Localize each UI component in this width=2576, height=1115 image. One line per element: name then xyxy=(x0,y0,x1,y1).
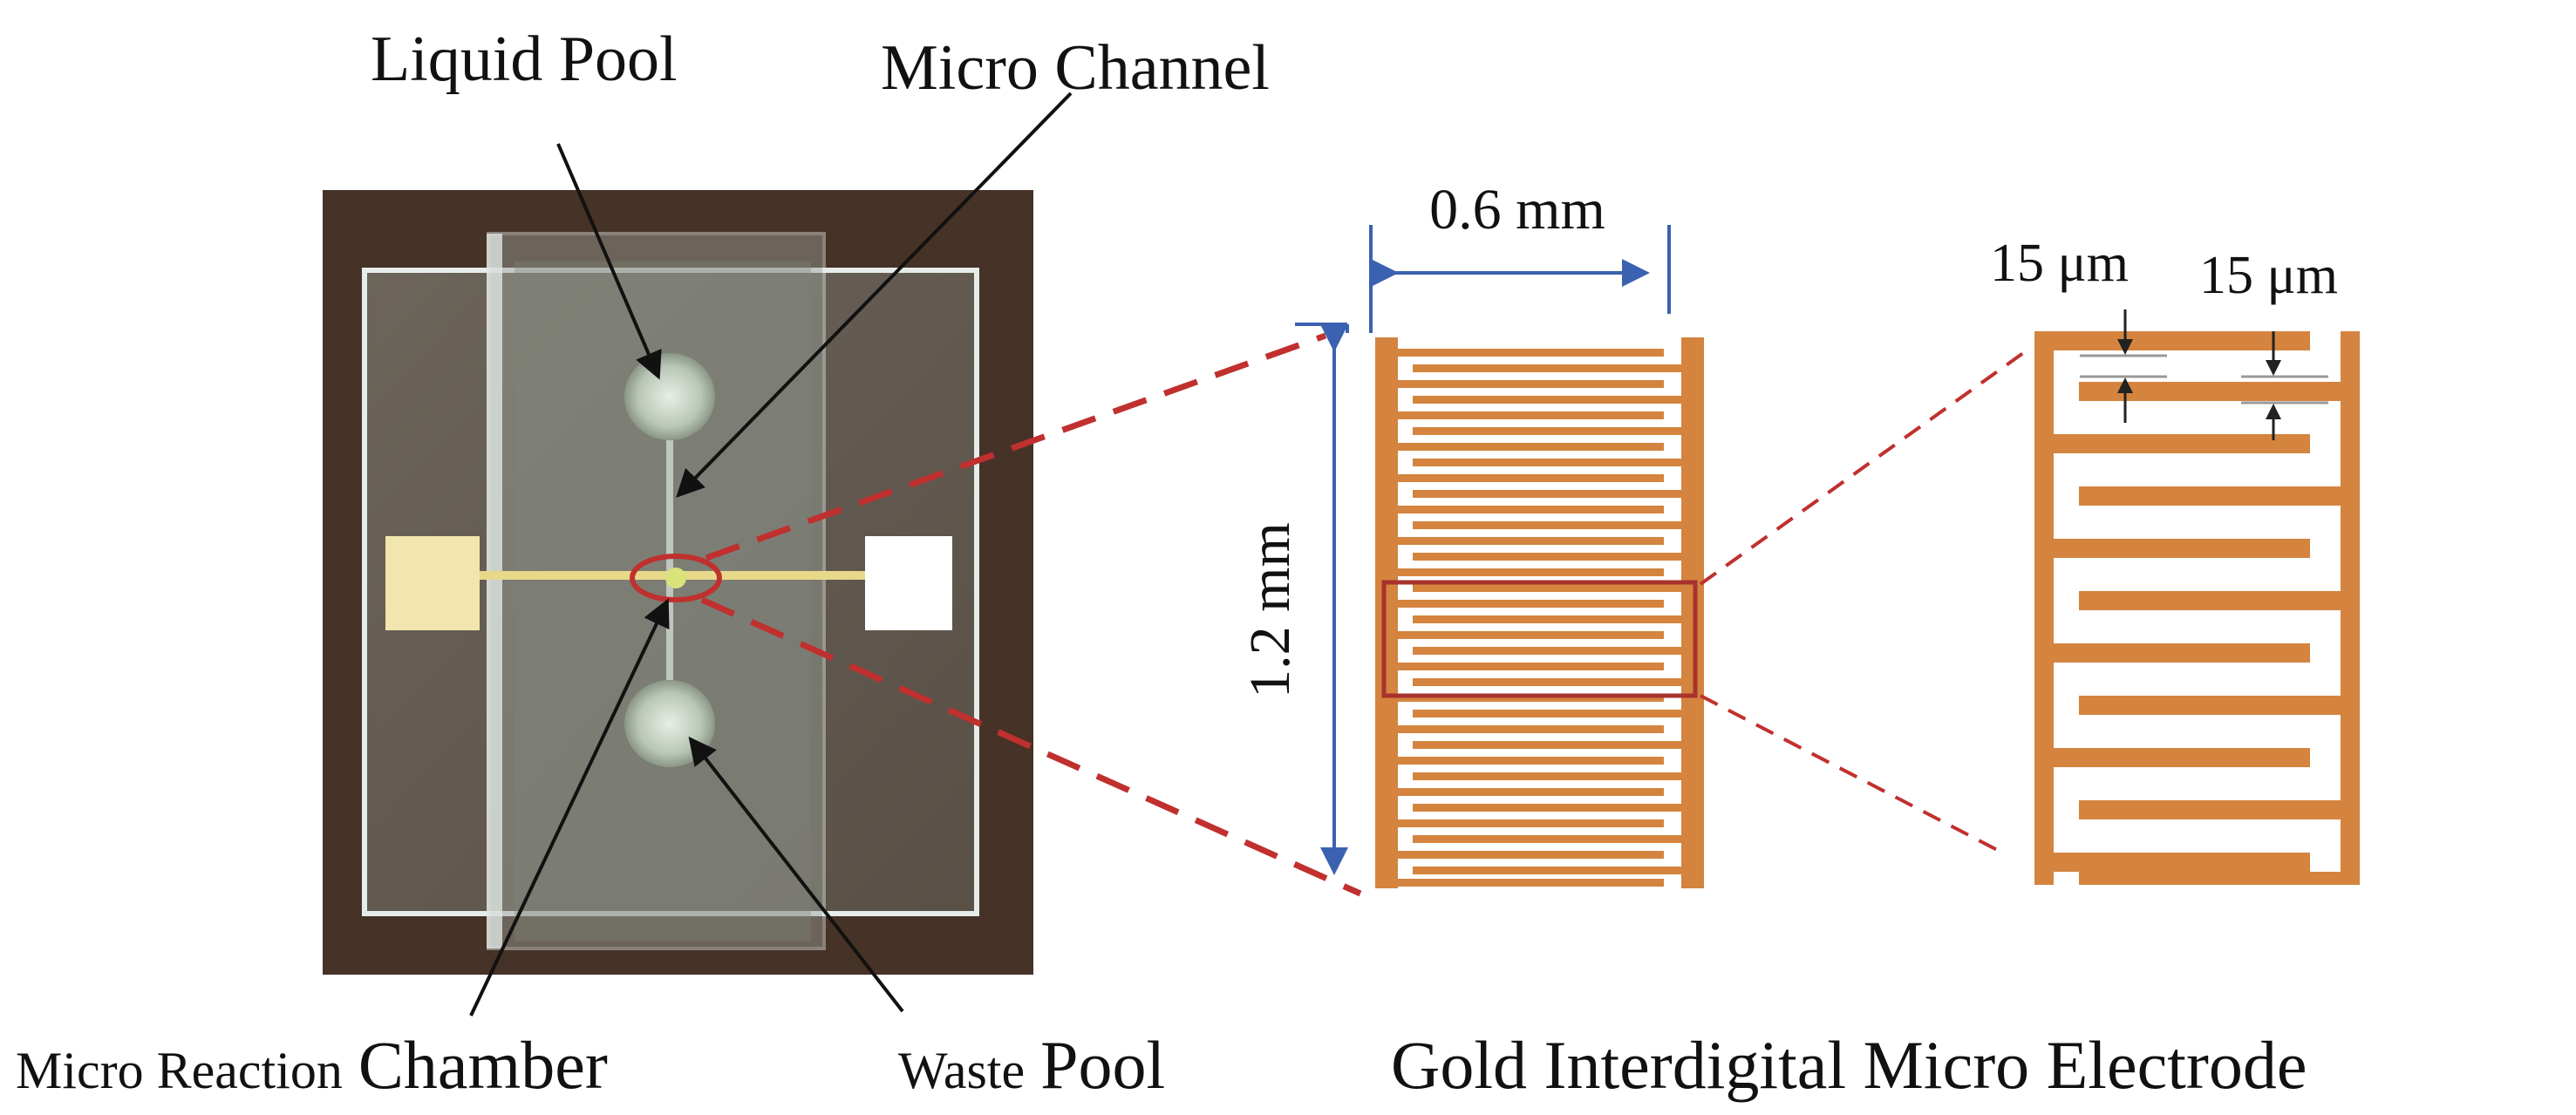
finger xyxy=(1413,867,1683,874)
finger xyxy=(1395,537,1664,545)
micro-reaction-chamber-arrow xyxy=(469,598,670,1016)
gap-dimension-label-1: 15 μm xyxy=(1990,234,2129,293)
finger xyxy=(1395,380,1664,388)
finger xyxy=(1413,584,1683,592)
finger xyxy=(1395,879,1664,887)
finger xyxy=(1413,396,1683,404)
finger xyxy=(1413,835,1683,843)
finger xyxy=(1395,506,1664,513)
detail-right-busbar xyxy=(2341,331,2360,885)
detail-finger xyxy=(2034,331,2310,350)
finger xyxy=(1413,427,1683,435)
electrode-pad-left xyxy=(385,536,480,630)
finger xyxy=(1395,663,1664,670)
dimension-annotations: 0.6 mm 1.2 mm xyxy=(1238,178,1671,875)
micro-reaction-chamber-label: Micro Reaction Chamber xyxy=(16,1027,608,1103)
liquid-pool-arrow xyxy=(556,143,662,380)
zoom-lines-1 xyxy=(700,332,1362,897)
finger xyxy=(1413,364,1683,372)
zoom-line-top xyxy=(705,332,1327,561)
micro-channel xyxy=(666,440,673,680)
detail-finger xyxy=(2079,800,2341,819)
micro-channel-label: Micro Channel xyxy=(881,32,1270,104)
finger xyxy=(1395,725,1664,733)
finger xyxy=(1413,553,1683,561)
detail-finger xyxy=(2079,872,2341,885)
liquid-pool-label: Liquid Pool xyxy=(371,24,678,95)
finger xyxy=(1395,443,1664,451)
finger xyxy=(1395,349,1664,357)
zoom-line-detail-top xyxy=(1699,351,2025,586)
finger xyxy=(1413,678,1683,686)
finger xyxy=(1413,772,1683,780)
detail-finger xyxy=(2034,434,2310,453)
chip-photo xyxy=(323,190,1033,975)
detail-finger xyxy=(2034,853,2310,872)
finger xyxy=(1413,490,1683,498)
finger xyxy=(1413,521,1683,529)
zoom-region-box xyxy=(1381,580,1698,698)
detail-finger xyxy=(2079,696,2341,715)
pdms-edge-left xyxy=(487,234,502,948)
annotation-arrows xyxy=(469,92,1073,1016)
finger xyxy=(1395,631,1664,639)
finger xyxy=(1413,647,1683,655)
detail-finger xyxy=(2034,748,2310,767)
electrode-detail: 15 μm 15 μm xyxy=(1990,234,2360,885)
finger xyxy=(1395,757,1664,765)
width-dimension-label: 0.6 mm xyxy=(1429,178,1605,241)
finger xyxy=(1395,788,1664,796)
liquid-pool-well xyxy=(624,353,715,440)
finger xyxy=(1413,459,1683,466)
detail-left-busbar xyxy=(2034,331,2054,885)
figure-caption: Gold Interdigital Micro Electrode xyxy=(1391,1027,2307,1103)
micro-reaction-chamber-label-part1: Micro Reaction xyxy=(16,1042,343,1099)
waste-pool-arrow xyxy=(688,736,904,1013)
finger xyxy=(1413,615,1683,623)
finger xyxy=(1413,741,1683,749)
finger xyxy=(1413,804,1683,812)
height-dimension-label: 1.2 mm xyxy=(1238,522,1302,698)
finger xyxy=(1395,851,1664,859)
text-labels: Liquid Pool Micro Channel Micro Reaction… xyxy=(16,24,2307,1103)
finger xyxy=(1395,600,1664,608)
micro-reaction-chamber-label-part2: Chamber xyxy=(358,1027,608,1103)
electrode-overview xyxy=(1375,337,1704,888)
finger xyxy=(1395,411,1664,419)
right-busbar xyxy=(1681,337,1704,888)
left-busbar xyxy=(1375,337,1398,888)
finger xyxy=(1395,568,1664,576)
detail-finger xyxy=(2079,382,2341,401)
detail-finger xyxy=(2034,643,2310,663)
zoom-line-bottom xyxy=(700,596,1362,897)
finger xyxy=(1395,474,1664,482)
finger xyxy=(1413,710,1683,717)
waste-pool-label: Waste Pool xyxy=(898,1027,1165,1103)
detail-finger xyxy=(2079,591,2341,610)
zoom-lines-2 xyxy=(1699,351,2025,856)
reaction-chamber xyxy=(665,568,686,588)
waste-pool-label-part1: Waste xyxy=(898,1042,1025,1099)
waste-pool-label-part2: Pool xyxy=(1040,1027,1165,1103)
gap-dimension-label-2: 15 μm xyxy=(2199,246,2338,305)
zoom-line-detail-bottom xyxy=(1700,694,2007,856)
electrode-fingers xyxy=(1395,349,1683,887)
reaction-chamber-outline xyxy=(630,554,722,602)
finger xyxy=(1395,819,1664,827)
micro-channel-arrow xyxy=(676,92,1073,498)
detail-finger xyxy=(2034,539,2310,558)
electrode-pad-right xyxy=(865,536,952,630)
detail-finger xyxy=(2079,486,2341,506)
